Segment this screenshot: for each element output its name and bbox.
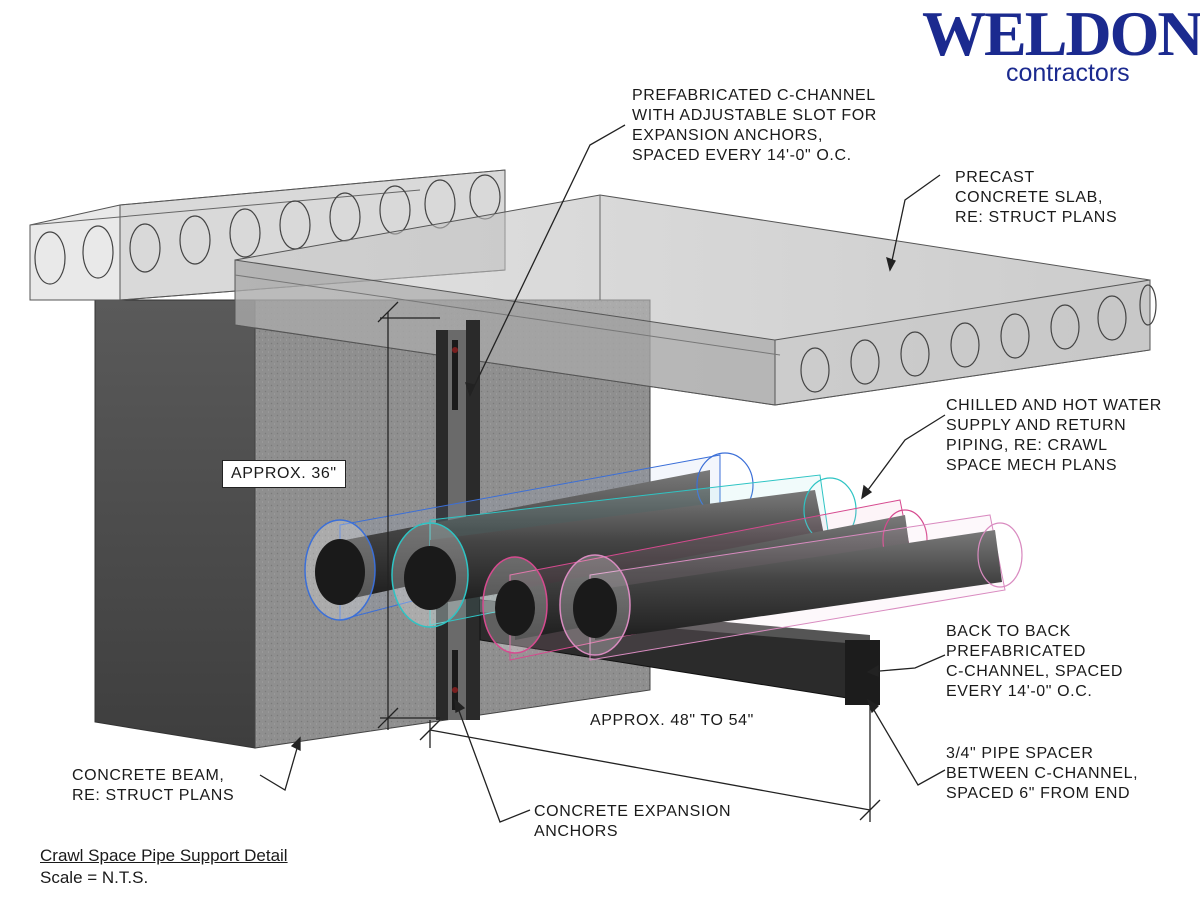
label-back-to-back: BACK TO BACK PREFABRICATED C-CHANNEL, SP…: [946, 623, 1124, 700]
leader-lines: [259, 124, 946, 823]
precast-slab-left: [29, 169, 506, 301]
dimension-length-label: APPROX. 48" TO 54": [590, 712, 754, 729]
weldon-logo: WELDON: [922, 0, 1200, 69]
label-concrete-beam: CONCRETE BEAM, RE: STRUCT PLANS: [72, 767, 235, 804]
dimension-lines: [377, 301, 881, 822]
label-expansion-anchors: CONCRETE EXPANSION ANCHORS: [534, 803, 732, 840]
label-c-channel-slot: PREFABRICATED C-CHANNEL WITH ADJUSTABLE …: [632, 87, 877, 164]
drawing-title: Crawl Space Pipe Support Detail: [40, 846, 288, 865]
pipe-pink: [559, 514, 1023, 661]
weldon-logo-subtitle: contractors: [1006, 59, 1130, 87]
label-piping: CHILLED AND HOT WATER SUPPLY AND RETURN …: [946, 397, 1162, 474]
label-precast-slab: PRECAST CONCRETE SLAB, RE: STRUCT PLANS: [955, 169, 1118, 226]
label-pipe-spacer: 3/4" PIPE SPACER BETWEEN C-CHANNEL, SPAC…: [946, 745, 1139, 802]
pipes: [304, 452, 1023, 661]
dimension-height-label: APPROX. 36": [222, 460, 346, 488]
drawing-scale: Scale = N.T.S.: [40, 868, 149, 887]
